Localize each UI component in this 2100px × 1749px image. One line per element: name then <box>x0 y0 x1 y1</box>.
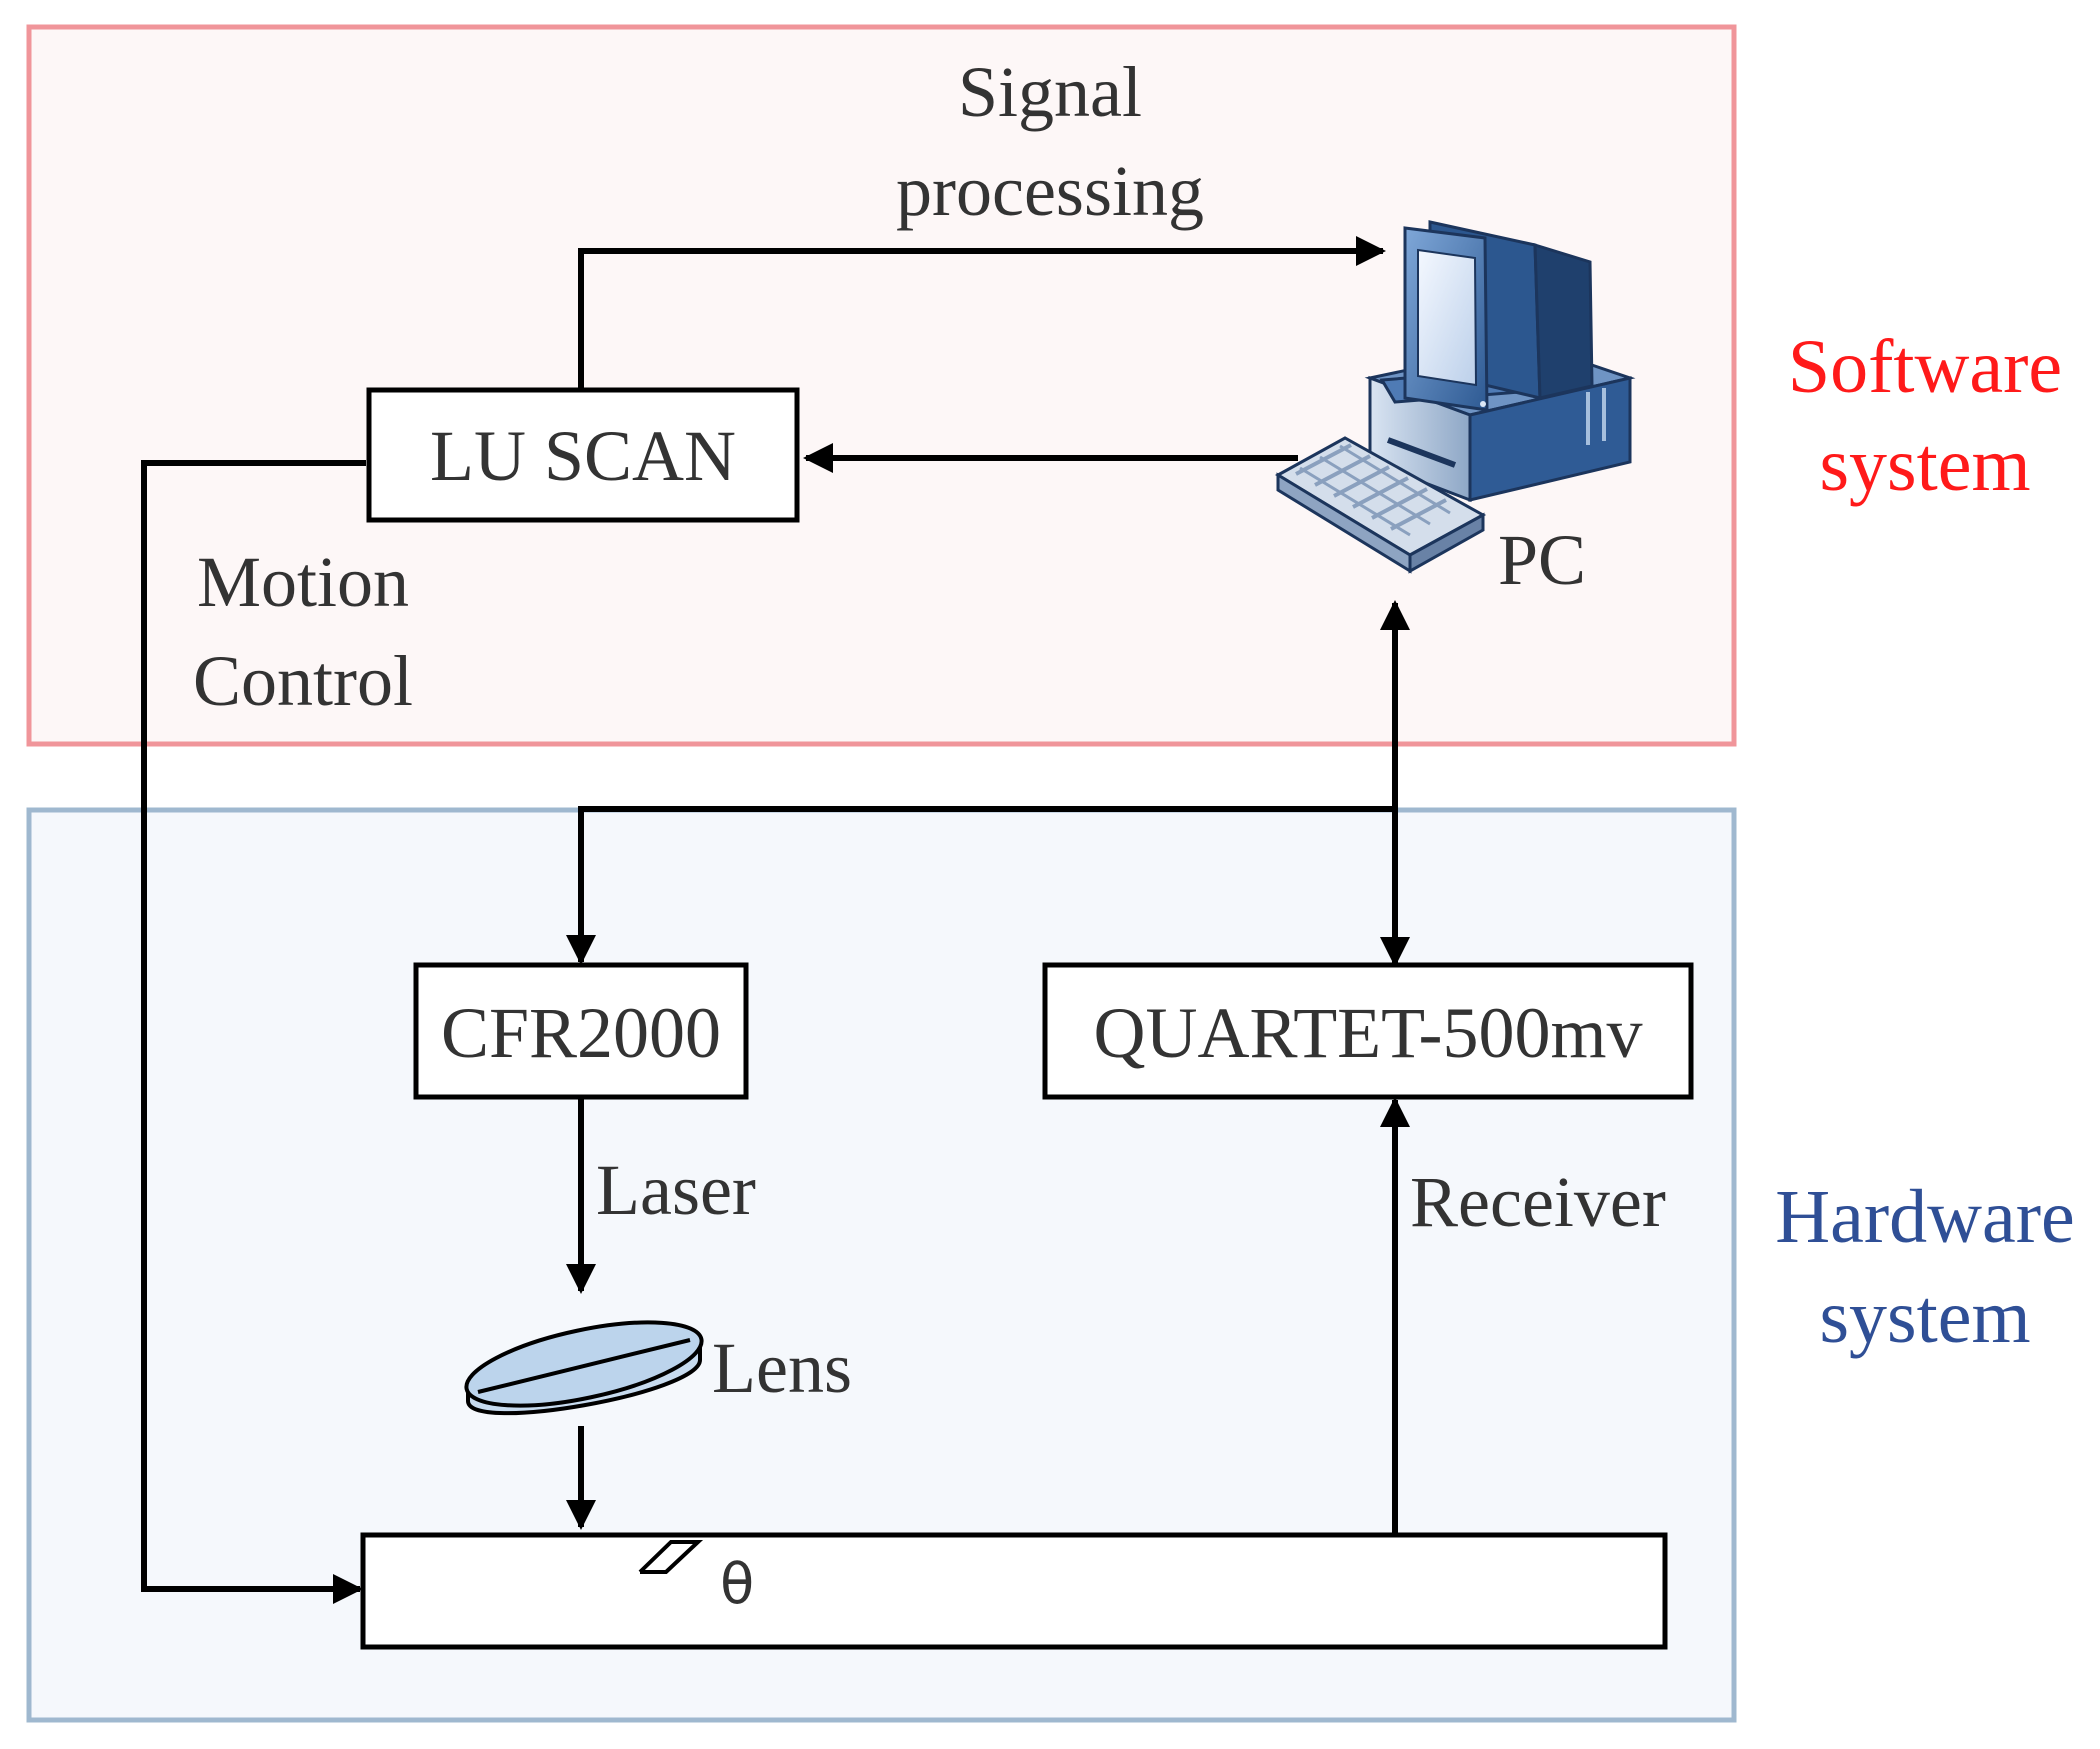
quartet-box <box>1042 962 1694 1100</box>
lu-scan-box <box>366 387 800 523</box>
lens-icon <box>464 1320 704 1416</box>
motion-control-label-line2: Control <box>193 641 413 721</box>
software-system-label-line2: system <box>1819 423 2030 507</box>
pc-label: PC <box>1498 520 1586 600</box>
cfr2000-box <box>413 962 749 1100</box>
software-system-label-line1: Software <box>1788 325 2062 409</box>
motion-control-label-line1: Motion <box>197 542 409 622</box>
edge-signal-processing <box>578 236 1386 390</box>
signal-processing-label-line2: processing <box>896 151 1204 231</box>
lu-scan-label: LU SCAN <box>430 416 736 496</box>
lens-label: Lens <box>712 1328 852 1408</box>
angle-label: θ <box>720 1552 754 1617</box>
hardware-system-label-line2: system <box>1819 1275 2030 1359</box>
edge-pc-to-cfr2000 <box>566 806 1395 965</box>
quartet-label: QUARTET-500mv <box>1094 993 1643 1073</box>
edge-motion-control <box>141 460 366 1604</box>
sample-stage <box>360 1532 1668 1650</box>
desktop-computer-icon <box>1275 220 1636 574</box>
hardware-system-label-line1: Hardware <box>1775 1175 2075 1259</box>
receiver-label: Receiver <box>1410 1162 1666 1242</box>
angle-marker <box>638 1540 704 1574</box>
cfr2000-label: CFR2000 <box>441 993 721 1073</box>
laser-label: Laser <box>596 1150 756 1230</box>
signal-processing-label-line1: Signal <box>958 52 1142 132</box>
